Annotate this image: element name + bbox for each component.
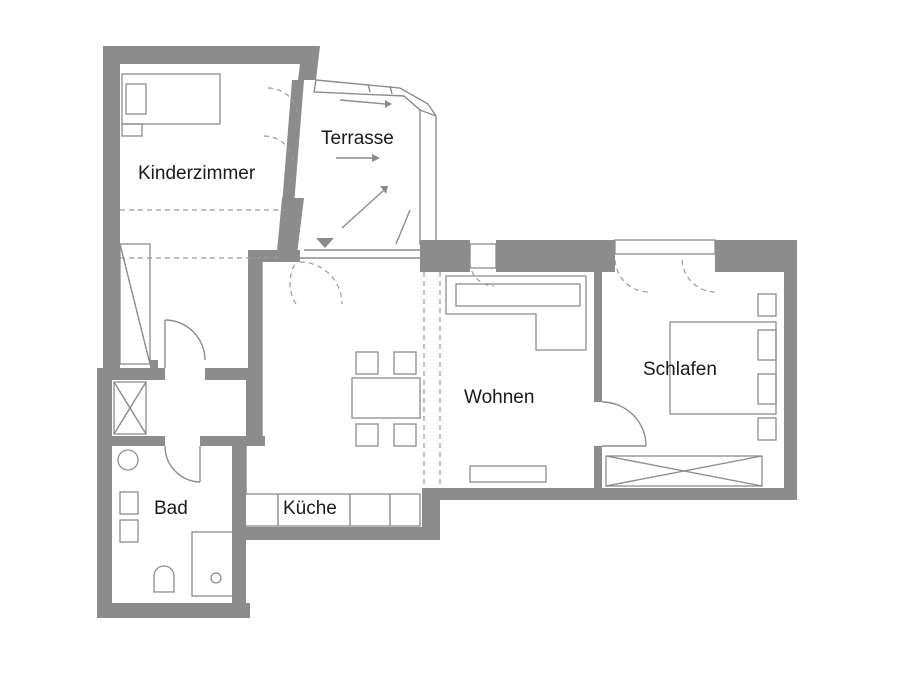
entrance-marker-icon — [316, 238, 334, 248]
wall-step — [422, 488, 440, 540]
room-label-wohnen: Wohnen — [464, 387, 534, 408]
schlafen-wardrobe-x2 — [605, 455, 763, 487]
terrace-arrow-3-head — [380, 186, 388, 194]
wohnen-window-swing — [469, 261, 495, 287]
wall-corridor-mid-left — [97, 436, 165, 446]
wall-wohnen-top — [496, 240, 615, 272]
wall-corridor-mid-right — [200, 436, 265, 446]
terrace-rail-2 — [367, 83, 371, 93]
wall-kinder-top — [103, 46, 320, 80]
schlafen-window-swing-1 — [614, 259, 650, 293]
wall-kinder-right — [282, 80, 304, 205]
kinder-bed — [121, 73, 221, 125]
terrace-rail-1 — [419, 109, 437, 117]
corridor-closet-x2 — [113, 381, 147, 435]
bad-washbasin-2 — [119, 519, 139, 543]
dining-chair-1 — [355, 351, 379, 375]
schlafen-nightstand-1 — [757, 293, 777, 317]
terrace — [300, 79, 437, 259]
wall-bad-left — [97, 368, 112, 618]
kinder-nightstand — [121, 123, 143, 137]
wall-corridor-right — [246, 380, 262, 436]
wohnen-sofa — [445, 275, 587, 351]
schlafen-wardrobe — [605, 455, 763, 487]
bad-shower — [191, 531, 241, 597]
bad-shower-drain — [210, 572, 222, 584]
terrace-arrow-1-head — [385, 100, 392, 108]
dining-chair-4 — [393, 423, 417, 447]
wall-kinder-left — [103, 46, 120, 368]
wall-wohnen-top-left — [420, 240, 470, 272]
room-label-terrasse: Terrasse — [321, 128, 394, 149]
bad-door-swing — [164, 445, 201, 483]
dining-chair-3 — [355, 423, 379, 447]
wall-right — [784, 240, 797, 500]
dining-chair-2 — [393, 351, 417, 375]
wall-kinder-bottom — [248, 250, 300, 368]
wohnen-sofa-seat — [455, 283, 581, 307]
bad-sink-round — [117, 449, 139, 471]
wall-kinder-inner — [150, 360, 158, 368]
kinder-wardrobe — [119, 243, 151, 365]
bad-toilet — [153, 565, 175, 593]
schlafen-bed — [669, 321, 777, 415]
wall-wohnen-bottom — [422, 488, 797, 500]
schlafen-window-swing-2 — [681, 259, 717, 293]
wall-partition — [594, 272, 602, 402]
wall-schlafen-top — [715, 240, 797, 272]
schlafen-window — [614, 239, 716, 255]
wall-kueche-bottom — [232, 527, 440, 540]
schlafen-door-swing — [601, 401, 647, 447]
terrace-arrow-4 — [395, 209, 411, 245]
wohnen-tv-board — [469, 465, 547, 483]
schlafen-pillow-2 — [757, 373, 777, 405]
dining-table — [351, 377, 421, 419]
room-label-kinderzimmer: Kinderzimmer — [138, 163, 256, 184]
bad-washbasin-1 — [119, 491, 139, 515]
schlafen-nightstand-2 — [757, 417, 777, 441]
corridor-closet — [113, 381, 147, 435]
kinder-pillow — [125, 83, 147, 115]
wall-corridor-top-left — [97, 368, 165, 380]
room-label-kueche: Küche — [283, 498, 337, 519]
terrace-door-swing-3 — [299, 261, 343, 305]
wall-kinder-right-lower — [276, 198, 304, 262]
kitchen-counter — [235, 493, 421, 527]
interior-lines — [113, 73, 777, 597]
walls — [97, 46, 797, 618]
terrace-arrow-2-head — [372, 154, 380, 162]
kinder-wardrobe-x1 — [119, 243, 151, 365]
room-label-schlafen: Schlafen — [643, 359, 717, 380]
terrace-arrow-1 — [339, 99, 386, 105]
wohnen-window — [469, 243, 497, 269]
wall-bad-bottom — [97, 603, 250, 618]
room-labels: Kinderzimmer Terrasse Wohnen Schlafen Ba… — [138, 128, 717, 519]
schlafen-pillow-1 — [757, 329, 777, 361]
wall-corridor-top-right — [205, 368, 262, 380]
room-label-bad: Bad — [154, 498, 188, 519]
terrace-rail-3 — [389, 85, 393, 95]
terrace-outline — [313, 79, 437, 245]
terrace-arrow-3 — [341, 189, 385, 229]
terrace-door-swing-4 — [289, 261, 297, 305]
kinder-door-swing — [164, 319, 206, 361]
wall-partition-lower — [594, 446, 602, 500]
